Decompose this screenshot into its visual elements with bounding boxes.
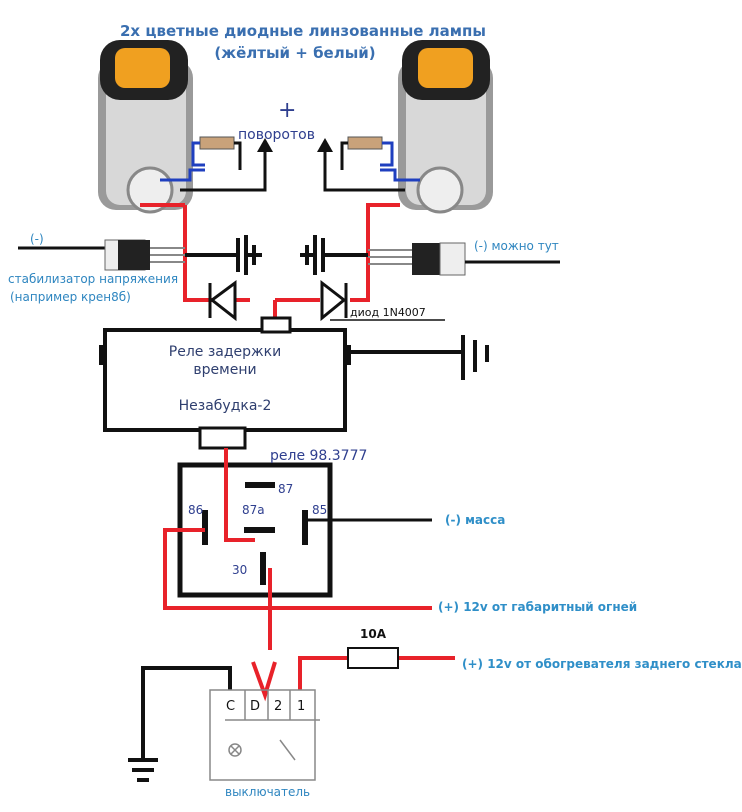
stabilizer-right-icon xyxy=(368,242,560,276)
plus-sign: + xyxy=(278,98,297,123)
relay-pin-87: 87 xyxy=(278,482,294,496)
relay-pin-85: 85 xyxy=(312,503,328,517)
switch-box xyxy=(209,689,320,781)
left-minus-label: (-) xyxy=(30,232,44,246)
ground-capacitor-right xyxy=(300,235,368,275)
title-line-1: 2х цветные диодные линзованные лампы xyxy=(120,22,486,40)
switch-pin-2: 2 xyxy=(274,699,283,714)
lamp-left-resistor-wiring xyxy=(160,138,273,192)
switch-pin-c: C xyxy=(226,699,236,714)
switch-pin-d: D xyxy=(250,699,261,714)
lamp-right-resistor-wiring xyxy=(317,138,420,192)
switch-caption: выключатель xyxy=(225,785,311,799)
relay-pin-86: 86 xyxy=(188,503,204,517)
diode-label: диод 1N4007 xyxy=(350,306,426,319)
fuse-label: 10A xyxy=(360,627,386,641)
red-feed-wires xyxy=(140,203,400,320)
stabilizer-label-2: (например крен8б) xyxy=(10,290,131,304)
delay-relay-line-3: Незабудка-2 xyxy=(178,398,272,414)
relay-red-wires xyxy=(163,448,432,650)
relay-pin-30: 30 xyxy=(232,563,248,577)
delay-relay-box xyxy=(99,316,351,450)
stabilizer-left-icon xyxy=(18,239,185,271)
switch-ground-wire xyxy=(141,666,232,760)
plus-parking-label: (+) 12v от габаритный огней xyxy=(438,600,638,614)
ground-label: (-) масса xyxy=(445,513,506,527)
relay-pin-87a: 87а xyxy=(242,503,265,517)
plus-rear-heater-label: (+) 12v от обогревателя заднего стекла xyxy=(462,657,742,671)
lamp-right-icon xyxy=(347,40,493,214)
right-minus-label: (-) можно тут xyxy=(474,239,559,253)
ground-capacitor-left xyxy=(185,235,262,275)
delay-relay-line-1: Реле задержки xyxy=(168,344,282,360)
diode-right-icon xyxy=(320,279,348,322)
lamp-left-icon xyxy=(98,40,235,214)
title-line-2: (жёлтый + белый) xyxy=(214,44,376,62)
switch-pin-1: 1 xyxy=(297,699,306,714)
switch-red-wires xyxy=(251,656,455,702)
stabilizer-label-1: стабилизатор напряжения xyxy=(8,272,179,286)
ground-symbol-switch xyxy=(128,758,158,782)
ground-symbol-delay-relay xyxy=(350,335,489,380)
delay-relay-line-2: времени xyxy=(193,362,257,378)
turn-signal-label: поворотов xyxy=(238,127,315,143)
diode-left-icon xyxy=(208,280,237,322)
fuse-icon xyxy=(347,647,399,669)
relay-name: реле 98.3777 xyxy=(270,448,368,464)
